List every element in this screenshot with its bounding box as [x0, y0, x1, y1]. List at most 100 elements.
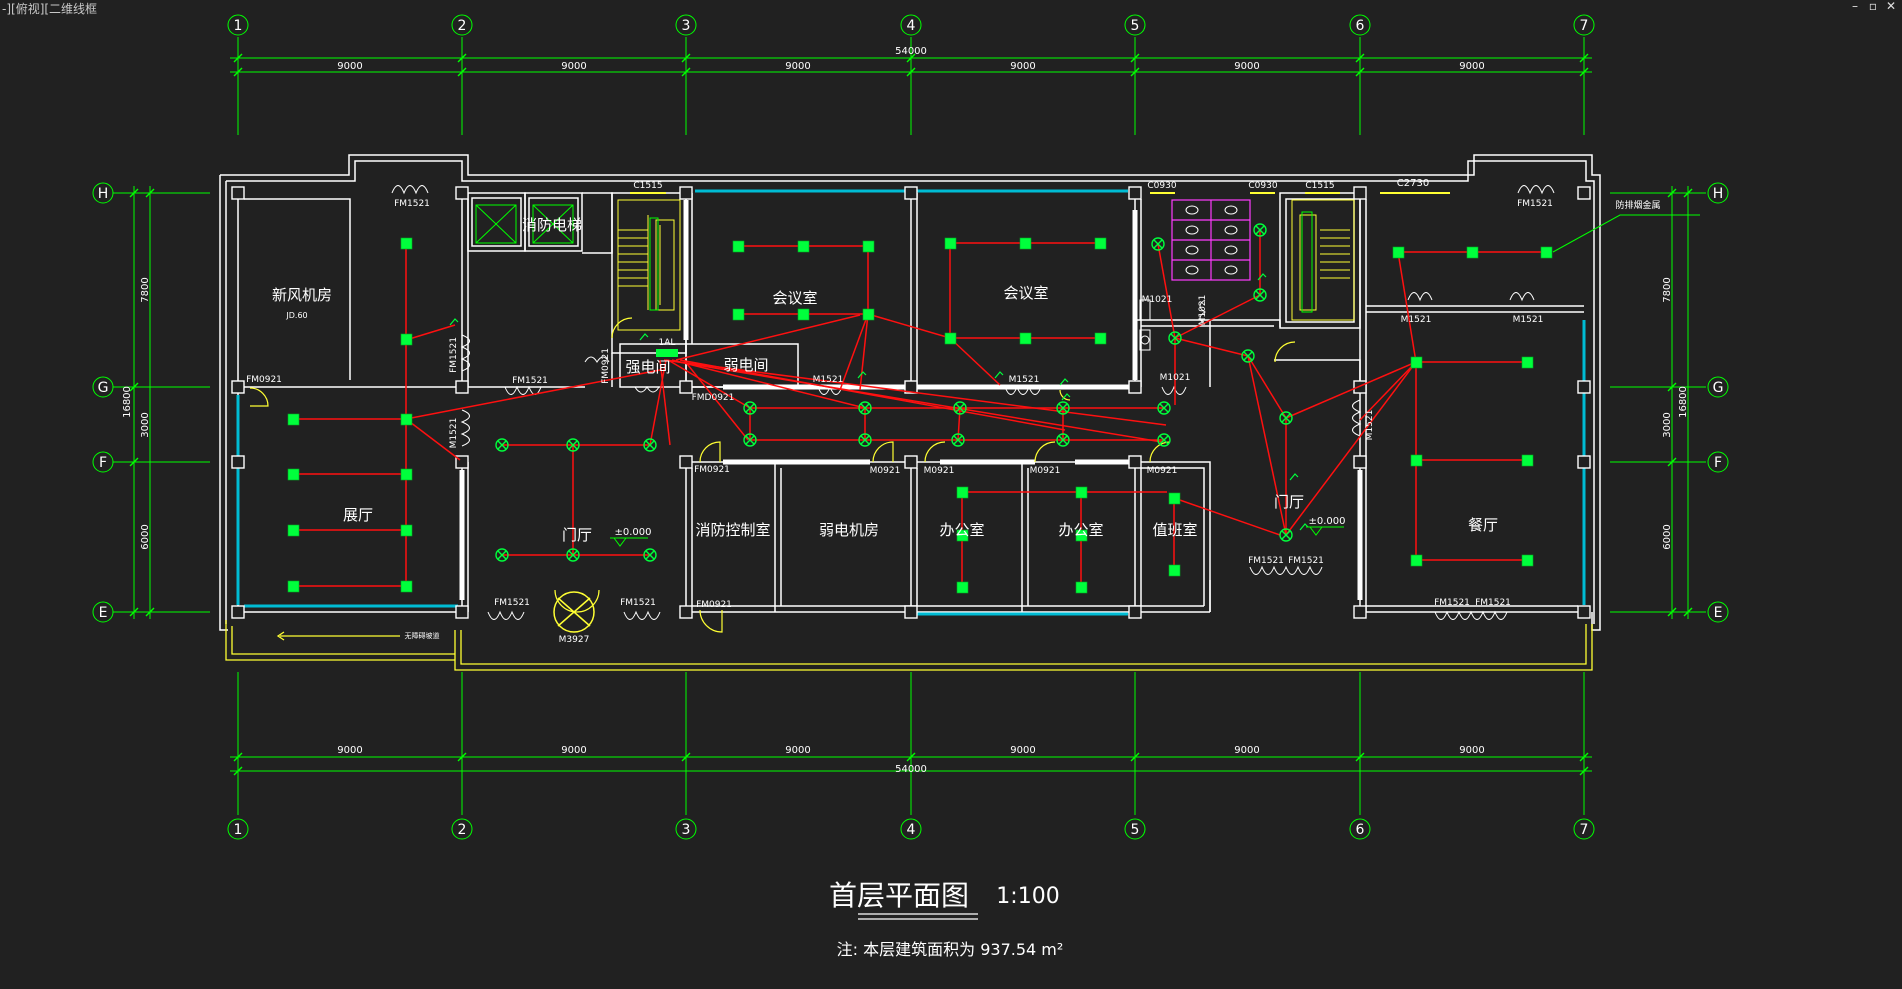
room-label-office-2: 办公室 — [1058, 521, 1103, 539]
dim-span-bottom-6: 9000 — [1459, 745, 1484, 756]
room-sub-fresh-air: JD.60 — [285, 311, 307, 320]
tag-fm1521-c: FM1521 — [494, 598, 530, 608]
room-label-lobby-1: 门厅 — [562, 526, 592, 544]
toilet-stalls — [1171, 199, 1251, 281]
viewport-label[interactable]: -][俯视][二维线框 — [2, 2, 98, 16]
tag-m1521-a: M1521 — [813, 375, 844, 385]
tag-fm0921-a: FM0921 — [246, 375, 282, 385]
tag-fm0921-b: FM0921 — [694, 465, 730, 475]
axis-label-2-bottom: 2 — [458, 822, 467, 838]
dim-right-seg-2: 3000 — [1662, 412, 1673, 437]
tag-fm0921-c: FM0921 — [696, 600, 732, 610]
leader-line — [1552, 214, 1700, 253]
dim-left-seg-3: 6000 — [140, 524, 151, 549]
dim-right-seg-1: 7800 — [1662, 277, 1673, 302]
drawing-title: 首层平面图 — [829, 879, 969, 912]
axis-label-E-left: E — [99, 605, 108, 621]
electrical-wiring — [293, 230, 1546, 587]
tag-c2730: C2730 — [1397, 178, 1429, 189]
window-controls: – ▫ ✕ — [1848, 0, 1898, 12]
toilet-fixtures — [1139, 205, 1238, 351]
tag-m1021-c: M1021 — [1198, 295, 1208, 326]
room-label-fresh-air: 新风机房 — [272, 286, 332, 304]
stair-left — [617, 199, 681, 331]
room-label-meeting-2: 会议室 — [1003, 284, 1048, 302]
dim-right-total: 16800 — [1678, 386, 1689, 418]
axis-label-3-bottom: 3 — [682, 822, 691, 838]
dim-right-seg-3: 6000 — [1662, 524, 1673, 549]
tag-c1515-b: C1515 — [1305, 181, 1334, 191]
dim-span-top-1: 9000 — [337, 61, 362, 72]
room-label-duty: 值班室 — [1152, 521, 1197, 539]
tag-m1521-c: M1521 — [1401, 315, 1432, 325]
tag-c1515-a: C1515 — [633, 181, 662, 191]
axis-label-5-bottom: 5 — [1131, 822, 1140, 838]
tag-fm1521-j: FM1521 — [449, 337, 459, 373]
axis-label-5-top: 5 — [1131, 18, 1140, 34]
room-label-weak-room: 弱电机房 — [819, 521, 879, 539]
ramp-label: 无障碍坡道 — [405, 631, 440, 640]
axis-label-H-left: H — [98, 186, 109, 202]
tag-m1021-b: M1021 — [1142, 295, 1173, 305]
axis-label-6-bottom: 6 — [1356, 822, 1365, 838]
area-note: 注: 本层建筑面积为 937.54 m² — [837, 940, 1064, 959]
ceiling-light-fixtures — [287, 237, 1553, 594]
dim-total-bottom: 54000 — [895, 764, 927, 775]
door-leafs — [391, 185, 1555, 620]
elevation-markers — [610, 526, 1344, 547]
elevation-lobby-2: ±0.000 — [1308, 516, 1345, 527]
axis-label-G-left: G — [98, 380, 109, 396]
axis-label-1-top: 1 — [234, 18, 243, 34]
tag-m0921-b: M0921 — [924, 466, 955, 476]
axis-label-2-top: 2 — [458, 18, 467, 34]
axis-label-4-top: 4 — [907, 18, 916, 34]
fire-equipment-label: 防排烟金属 — [1615, 199, 1660, 211]
tag-c0930-a: C0930 — [1147, 181, 1176, 191]
room-label-lobby-2: 门厅 — [1274, 493, 1304, 511]
room-label-meeting-1: 会议室 — [772, 289, 817, 307]
tag-m1521-e: M1521 — [449, 418, 459, 449]
corridor-walls — [459, 200, 1363, 600]
dim-span-top-5: 9000 — [1234, 61, 1259, 72]
title-underline — [858, 913, 978, 920]
dim-span-top-4: 9000 — [1010, 61, 1035, 72]
elevation-lobby-1: ±0.000 — [614, 527, 651, 538]
dim-span-top-2: 9000 — [561, 61, 586, 72]
round-light-fixtures — [495, 223, 1293, 562]
tag-fm1521-g: FM1521 — [1248, 556, 1284, 566]
distribution-panel[interactable] — [656, 349, 678, 357]
elevator-car — [475, 204, 574, 244]
main-entrance-door — [553, 591, 595, 633]
dim-span-bottom-4: 9000 — [1010, 745, 1035, 756]
tag-fm1521-d: FM1521 — [620, 598, 656, 608]
minimize-icon[interactable]: – — [1852, 0, 1858, 13]
drawing-scale: 1:100 — [996, 884, 1059, 909]
light-switches — [449, 273, 1309, 531]
tag-m0921-a: M0921 — [870, 466, 901, 476]
room-label-fire-elevator: 消防电梯 — [522, 216, 582, 234]
room-label-weak-elec: 弱电间 — [723, 356, 768, 374]
dim-left-total: 16800 — [122, 386, 133, 418]
stair-handrails — [649, 211, 1313, 313]
tag-fm1521-i: FM1521 — [512, 376, 548, 386]
dim-span-bottom-3: 9000 — [785, 745, 810, 756]
structural-columns — [231, 186, 1591, 619]
tag-m0921-c: M0921 — [1030, 466, 1061, 476]
close-icon[interactable]: ✕ — [1885, 0, 1897, 13]
tag-fm1521-f: FM1521 — [1475, 598, 1511, 608]
dim-span-top-6: 9000 — [1459, 61, 1484, 72]
restore-icon[interactable]: ▫ — [1868, 0, 1878, 13]
tag-fm1521-h: FM1521 — [1288, 556, 1324, 566]
dim-span-bottom-2: 9000 — [561, 745, 586, 756]
door-swings — [249, 317, 1296, 633]
dim-total-top: 54000 — [895, 46, 927, 57]
dim-span-top-3: 9000 — [785, 61, 810, 72]
ramp-outline — [225, 620, 1593, 671]
tag-fm0921-d: FM0921 — [601, 348, 611, 384]
tag-m3927: M3927 — [559, 635, 590, 645]
tag-m1521-f: M1521 — [1365, 410, 1375, 441]
axis-grid — [92, 14, 1729, 840]
stair-right — [1291, 199, 1355, 321]
tag-fm1521-e: FM1521 — [1434, 598, 1470, 608]
